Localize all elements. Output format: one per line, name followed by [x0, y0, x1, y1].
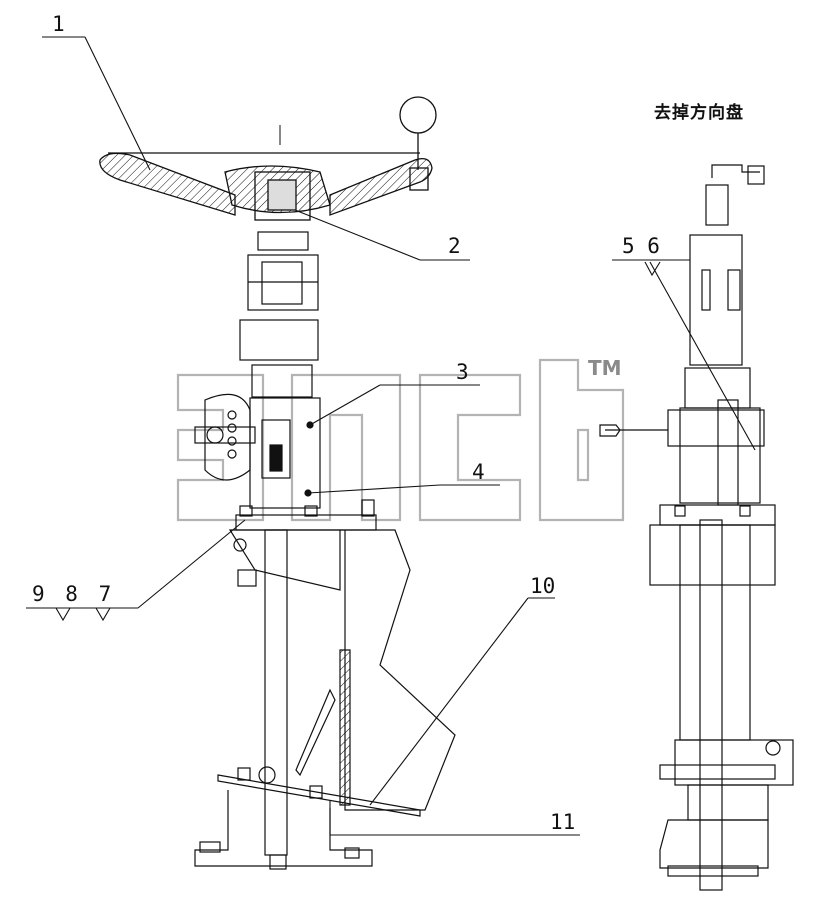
callout-1: 1 — [52, 12, 65, 36]
callout-5-6: 5 6 — [622, 234, 660, 258]
column-right-view — [599, 164, 794, 891]
callout-11: 11 — [550, 810, 576, 834]
callout-3: 3 — [456, 360, 469, 384]
callout-4: 4 — [472, 460, 485, 484]
remove-steering-wheel-note: 去掉方向盘 — [654, 103, 744, 123]
callout-10: 10 — [530, 574, 556, 598]
steering-wheel — [99, 96, 437, 221]
column-upper — [194, 231, 321, 509]
callout-9-8-7: 9 8 7 — [32, 582, 112, 606]
watermark-trademark: TM — [588, 356, 622, 380]
watermark-logo — [176, 358, 625, 522]
callout-2: 2 — [448, 234, 461, 258]
leader-lines — [26, 36, 756, 836]
column-lower-left — [194, 499, 456, 870]
